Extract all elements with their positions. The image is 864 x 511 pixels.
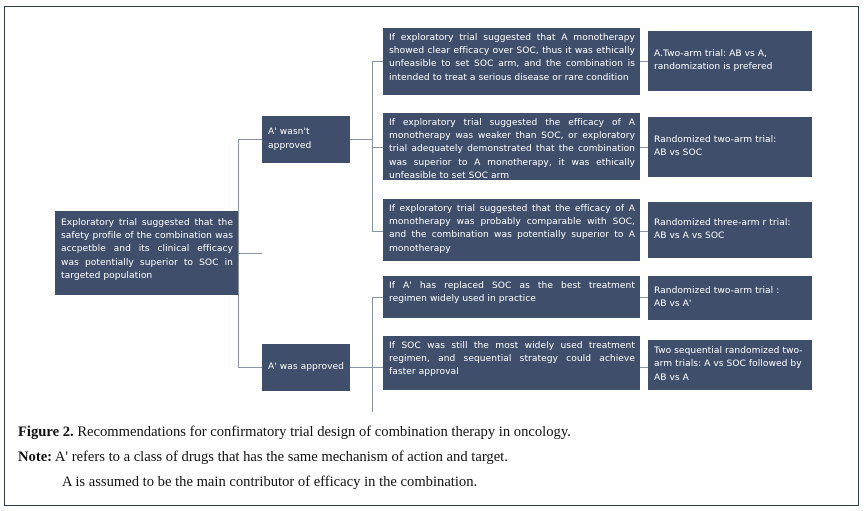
flowchart-canvas: Exploratory trial suggested that the saf… [55,28,812,412]
node-recommendation-1[interactable]: A.Two-arm trial: AB vs A, randomization … [648,31,812,91]
node-condition-5[interactable]: If SOC was still the most widely used tr… [383,336,640,390]
connector-spine-to-branch2 [238,367,262,368]
recommendation-4-line-2: AB vs A' [654,299,692,309]
caption-note-row: Note: A' refers to a class of drugs that… [18,445,846,470]
connector-branch1-to-cond1 [372,61,383,62]
caption-figure-text: Recommendations for confirmatory trial d… [73,424,571,440]
recommendation-5-line-2: arm trials: A vs SOC followed by [654,359,802,370]
node-condition-2[interactable]: If exploratory trial suggested the effic… [383,113,640,180]
connector-spine-to-branch1 [238,139,262,140]
connector-root-out [238,253,262,254]
recommendation-4-line-1: Randomized two-arm trial : [654,285,780,296]
connector-branch1-to-cond2 [372,147,383,148]
connector-branch2-spine [372,297,373,412]
recommendation-1-line-2: randomization is prefered [654,62,773,72]
node-condition-4[interactable]: If A' has replaced SOC as the best treat… [383,276,640,318]
connector-cond3-to-rec3 [640,231,648,232]
connector-cond5-to-rec5 [640,367,648,368]
node-recommendation-2[interactable]: Randomized two-arm trial: AB vs SOC [648,117,812,177]
caption-figure-row: Figure 2. Recommendations for confirmato… [18,420,846,445]
node-branch-approved[interactable]: A' was approved [262,344,350,391]
recommendation-2-line-1: Randomized two-arm trial: [654,134,777,145]
node-recommendation-5[interactable]: Two sequential randomized two- arm trial… [648,340,812,390]
connector-branch2-out [350,367,372,368]
node-root[interactable]: Exploratory trial suggested that the saf… [55,211,238,295]
connector-branch1-out [350,139,372,140]
recommendation-3-line-1: Randomized three-arm r trial: [654,217,791,228]
node-condition-3[interactable]: If exploratory trial suggested that the … [383,199,640,261]
node-recommendation-4[interactable]: Randomized two-arm trial : AB vs A' [648,276,812,320]
figure-caption: Figure 2. Recommendations for confirmato… [18,420,846,495]
page-border [4,6,859,506]
node-condition-1[interactable]: If exploratory trial suggested that A mo… [383,28,640,95]
caption-figure-label: Figure 2. [18,424,74,440]
node-branch-not-approved[interactable]: A' wasn't approved [262,116,350,163]
connector-cond4-to-rec4 [640,297,648,298]
connector-branch1-to-cond3 [372,231,383,232]
node-recommendation-3[interactable]: Randomized three-arm r trial: AB vs A vs… [648,202,812,258]
connector-branch1-spine [372,61,373,231]
recommendation-5-line-1: Two sequential randomized two- [654,346,803,357]
connector-cond1-to-rec1 [640,61,648,62]
connector-branch2-to-cond5 [372,367,383,368]
recommendation-1-line-1: A.Two-arm trial: AB vs A, [654,48,767,59]
connector-branch2-to-cond4 [372,297,383,298]
recommendation-2-line-2: AB vs SOC [654,148,703,158]
recommendation-5-line-3: AB vs A [654,372,689,383]
caption-note-row-2: A is assumed to be the main contributor … [62,474,478,490]
connector-root-spine [238,139,239,367]
connector-cond2-to-rec2 [640,147,648,148]
recommendation-3-line-2: AB vs A vs SOC [654,231,725,241]
caption-note-text: A' refers to a class of drugs that has t… [52,449,508,465]
caption-note-label: Note: [18,449,53,465]
